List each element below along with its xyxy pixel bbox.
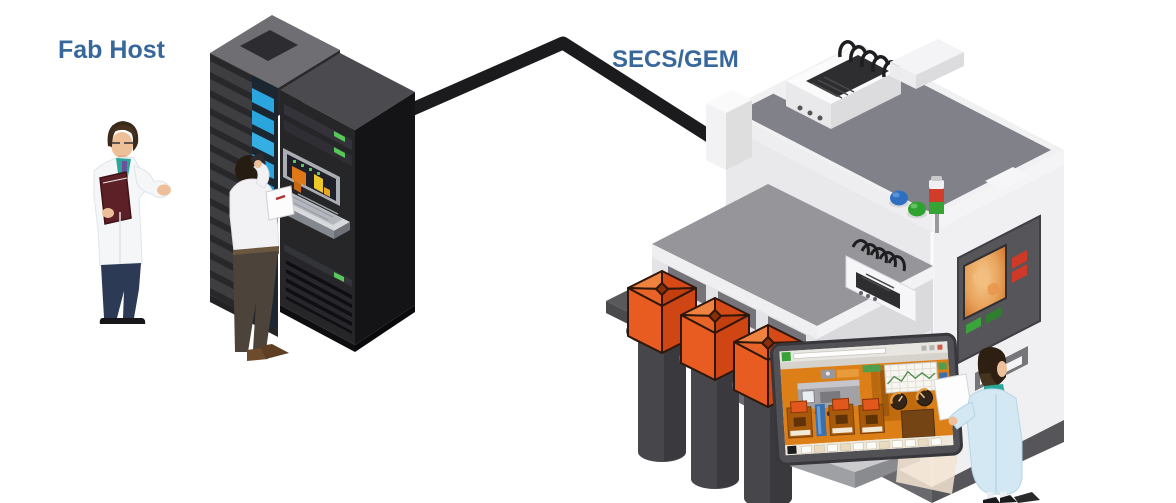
signal-tower	[929, 176, 944, 233]
operator-pants	[233, 251, 278, 352]
tower-green-segment	[929, 202, 944, 214]
engineer-face	[111, 132, 133, 158]
hmi-address-bar	[793, 347, 887, 360]
operator-figure	[229, 152, 295, 361]
tower-red-segment	[929, 189, 944, 202]
engineer2-shoe	[1000, 495, 1017, 503]
hmi-status-tag	[836, 368, 860, 379]
rack-chart-yellow	[314, 174, 323, 193]
hmi-loadport-icons	[786, 397, 886, 439]
engineer2-hand	[948, 416, 958, 426]
hmi-chamber-door	[900, 408, 936, 439]
machine-top-control-module	[772, 39, 964, 129]
rack-vent-grille	[286, 256, 352, 334]
engineer2-leg	[1000, 492, 1007, 500]
floor-shadow	[1014, 492, 1040, 503]
viewport-red-button	[1012, 250, 1027, 269]
blue-dome-button	[890, 190, 908, 206]
hmi-menu-bar	[780, 352, 949, 370]
fab-engineer-figure	[93, 121, 171, 324]
hmi-screen	[779, 341, 954, 456]
secs-gem-cable	[403, 36, 724, 149]
engineer-hand	[157, 184, 171, 196]
rack-chart-orange	[292, 166, 306, 186]
hmi-trend-chart	[883, 361, 939, 394]
foup-pod-1	[626, 270, 698, 462]
pen	[275, 194, 286, 201]
server-rack-main	[270, 53, 415, 352]
hmi-bottom-toolbar	[785, 435, 954, 456]
rack-server-units	[284, 104, 352, 166]
dome-buttons	[889, 190, 927, 219]
cable-junction-box	[706, 90, 752, 170]
server-led-green	[334, 147, 345, 158]
secs-gem-label: SECS/GEM	[612, 46, 739, 73]
module-cables	[851, 239, 906, 272]
engineer2-leg	[987, 492, 994, 500]
operator-shoe	[260, 344, 289, 359]
top-sticker	[985, 167, 1029, 189]
engineer2-lab-coat	[966, 388, 1023, 495]
engineer2-face	[997, 361, 1007, 377]
operator-clipboard	[265, 185, 295, 221]
process-viewport	[957, 214, 1041, 365]
hmi-gauges	[890, 388, 934, 410]
equipment-engineer-figure	[933, 347, 1040, 503]
fab-host-label: Fab Host	[58, 36, 166, 64]
server-led-green	[334, 131, 345, 142]
viewport-green-button	[966, 317, 981, 334]
module-vent	[856, 272, 900, 309]
module-vent	[806, 55, 889, 97]
green-dome-button	[908, 201, 926, 217]
foup-pod-2	[679, 297, 751, 489]
tower-white-segment	[929, 180, 944, 189]
rack-monitor	[283, 148, 340, 206]
machine-front-control-module	[845, 239, 917, 323]
hmi-run-tag	[862, 364, 881, 373]
hmi-toolbar-black-key	[787, 445, 797, 455]
hmi-app-icon	[781, 351, 792, 362]
equipment-hmi-monitor	[770, 332, 963, 466]
rack-top-vent	[240, 30, 298, 61]
engineer-pants	[101, 263, 141, 318]
viewport-red-button	[1012, 264, 1027, 283]
engineer-shoe	[118, 318, 146, 324]
engineer2-shoe	[983, 497, 1000, 503]
